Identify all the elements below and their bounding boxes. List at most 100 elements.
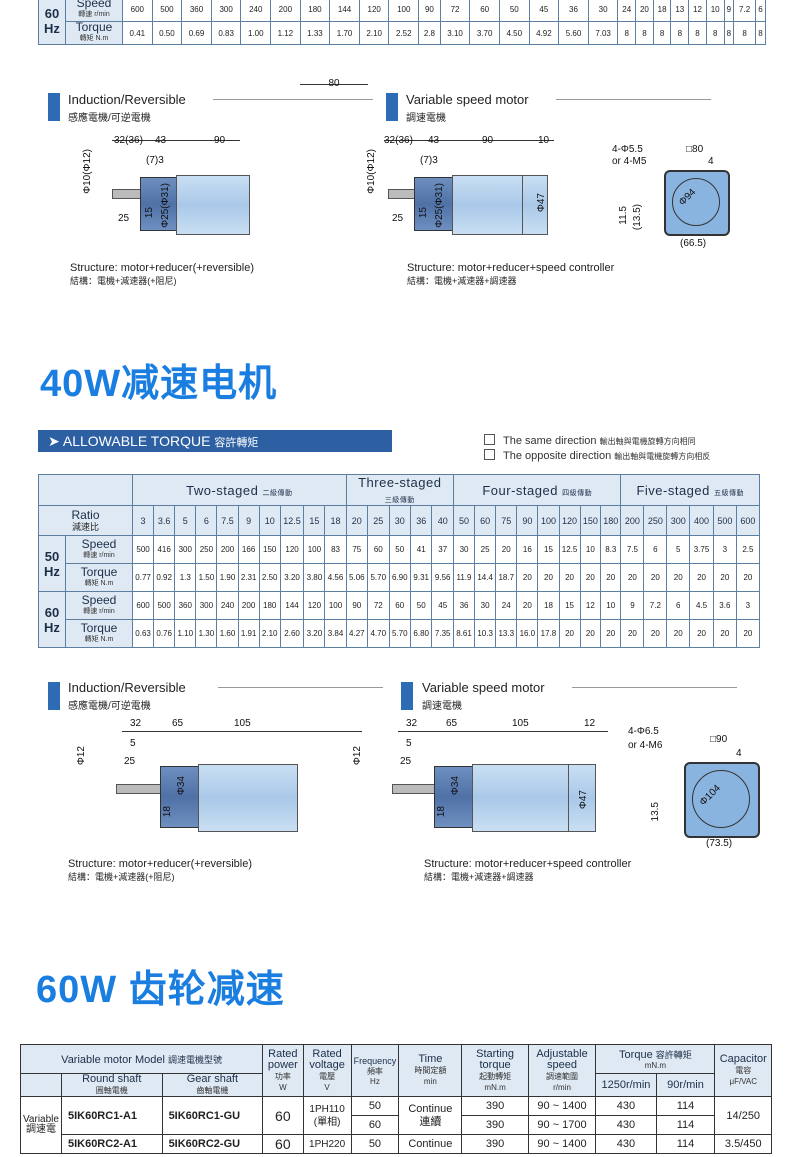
torque-cell: 8 [652, 21, 672, 45]
torque-cell: 4.70 [367, 619, 390, 648]
speed-cell: 30 [474, 591, 497, 620]
speed-cell: 120 [358, 0, 390, 22]
section-title-40w: 40W减速电机 [40, 363, 278, 405]
speed-cell: 144 [279, 591, 305, 620]
torque-cell: 20 [643, 619, 668, 648]
motor-drawing-induction-2: 32 65 105 5 25 Φ12 Φ34 18 [72, 718, 362, 848]
speed-cell: 3 [735, 591, 761, 620]
freq-cell: 50 [350, 1134, 400, 1154]
speed-cell: 10 [705, 0, 725, 22]
speed-cell: 120 [303, 591, 326, 620]
torque-cell: 2.10 [358, 21, 390, 45]
speed-cell: 36 [558, 0, 589, 22]
torque-cell: 16.0 [516, 619, 539, 648]
model-round: 5IK60RC1-A1 [60, 1096, 163, 1135]
torque-cell: 8 [723, 21, 735, 45]
section-marker [48, 682, 60, 710]
speed-cell: 20 [516, 591, 539, 620]
torque-cell: 2.10 [258, 619, 281, 648]
speed-cell: 6 [666, 591, 691, 620]
torque-cell: 20 [620, 563, 645, 592]
speed-cell: 60 [469, 0, 500, 22]
ratio-cell: 3.6 [153, 505, 176, 536]
torque-cell: 1.70 [329, 21, 360, 45]
ratio-cell: 40 [431, 505, 454, 536]
structure-note-variable: Structure: motor+reducer+speed controlle… [407, 262, 615, 286]
torque-cell: 17.8 [537, 619, 560, 648]
speed-cell: 300 [195, 591, 218, 620]
ratio-cell: 120 [558, 505, 581, 536]
speed-cell: 4.5 [689, 591, 714, 620]
arrow-right-icon: ➤ [48, 433, 60, 449]
speed-cell: 600 [122, 0, 153, 22]
face-view-80: 4-Φ5.5 or 4-M5 □80 4 Φ94 11.5 (13.5) (66… [612, 140, 752, 260]
power-cell: 60 [262, 1134, 304, 1154]
legend-opposite-direction: The opposite direction 輸出軸與電機旋轉方向相反 [484, 449, 710, 462]
speed-cell: 10 [600, 591, 622, 620]
torque-cell: 2.52 [388, 21, 420, 45]
torque-cell: 2.60 [279, 619, 305, 648]
section-marker [386, 93, 398, 121]
torque-cell: 20 [620, 619, 645, 648]
model-round: 5IK60RC2-A1 [60, 1134, 163, 1154]
speed-cell: 30 [587, 0, 619, 22]
torque-cell: 3.70 [469, 21, 500, 45]
torque-cell: 3.80 [303, 563, 326, 592]
speed-cell: 150 [258, 535, 281, 564]
torque-cell: 18.7 [495, 563, 518, 592]
torque-cell: 6.80 [409, 619, 433, 648]
top-dim-80: 80 [300, 78, 368, 103]
model-header: Variable motor Model 調速電機型號 [19, 1044, 264, 1074]
torque-cell: 5.70 [388, 619, 411, 648]
speed-cell: 12.5 [558, 535, 581, 564]
torque-cell: 7.35 [431, 619, 454, 648]
torque-cell: 20 [666, 619, 691, 648]
speed-cell: 300 [174, 535, 197, 564]
torque-cell: 14.4 [474, 563, 497, 592]
legend-same-direction: The same direction 輸出軸與電機旋轉方向相同 [484, 434, 696, 447]
torque-cell: 3.20 [303, 619, 326, 648]
speed-cell: 25 [474, 535, 497, 564]
freq-cell: 50 [350, 1096, 400, 1116]
speed-cell: 24 [617, 0, 637, 22]
torque-b-cell: 114 [655, 1115, 716, 1135]
speed-cell: 240 [240, 0, 272, 22]
speed-cell: 200 [270, 0, 301, 22]
ratio-cell: 200 [620, 505, 645, 536]
torque-cell: 8 [705, 21, 725, 45]
torque-cell: 20 [579, 563, 602, 592]
ratio-cell: 18 [324, 505, 347, 536]
speed-cell: 72 [439, 0, 471, 22]
torque-1250-header: 1250r/min [595, 1073, 657, 1097]
torque-cell: 5.60 [558, 21, 589, 45]
model-gear: 5IK60RC1-GU [161, 1096, 264, 1135]
torque-cell: 0.50 [151, 21, 183, 45]
speed-cell: 100 [303, 535, 326, 564]
ratio-cell: 7.5 [216, 505, 239, 536]
speed-cell: 500 [151, 0, 183, 22]
speed-cell: 50 [388, 535, 411, 564]
torque-cell: 0.77 [131, 563, 155, 592]
ratio-cell: 15 [303, 505, 326, 536]
speed-cell: 12 [688, 0, 707, 22]
speed-cell: 2.5 [735, 535, 761, 564]
speed-cell: 13 [670, 0, 690, 22]
speed-cell: 90 [418, 0, 441, 22]
speed-cell: 18 [652, 0, 672, 22]
speed-cell: 6 [643, 535, 668, 564]
speed-range-cell: 90 ~ 1400 [527, 1134, 597, 1154]
time-cell: Continue [398, 1134, 463, 1154]
ratio-cell: 12.5 [279, 505, 305, 536]
torque-cell: 9.56 [431, 563, 454, 592]
speed-cell: 30 [452, 535, 476, 564]
torque-cell: 4.56 [324, 563, 347, 592]
speed-cell: 75 [345, 535, 369, 564]
